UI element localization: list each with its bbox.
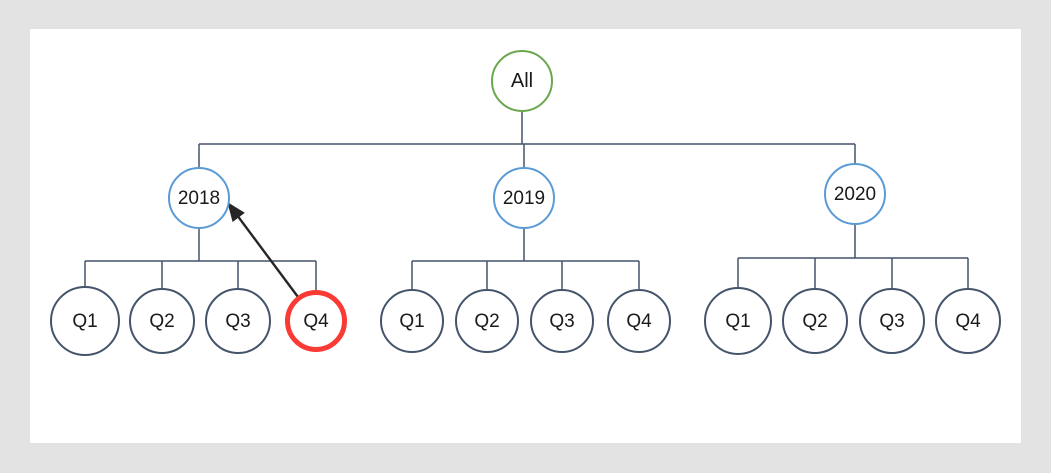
node-all-label: All xyxy=(510,70,534,92)
node-year-2020-label: 2020 xyxy=(833,183,877,205)
node-2019-q3[interactable]: Q3 xyxy=(530,289,594,353)
node-2020-q3-label: Q3 xyxy=(879,310,905,332)
node-year-2020[interactable]: 2020 xyxy=(824,163,886,225)
node-2020-q1[interactable]: Q1 xyxy=(704,287,772,355)
connector-2018-to-quarters xyxy=(84,229,317,290)
node-2018-q4[interactable]: Q4 xyxy=(285,290,347,352)
node-2018-q3-label: Q3 xyxy=(225,310,251,332)
node-2019-q4[interactable]: Q4 xyxy=(607,289,671,353)
node-2019-q2[interactable]: Q2 xyxy=(455,289,519,353)
node-2018-q2-label: Q2 xyxy=(149,310,175,332)
node-2018-q1[interactable]: Q1 xyxy=(50,286,120,356)
connector-2019-to-quarters xyxy=(411,229,640,289)
node-2018-q2[interactable]: Q2 xyxy=(129,288,195,354)
node-2019-q4-label: Q4 xyxy=(626,310,652,332)
node-year-2018-label: 2018 xyxy=(177,187,221,209)
node-2019-q1-label: Q1 xyxy=(399,310,425,332)
node-2020-q1-label: Q1 xyxy=(725,310,751,332)
node-2018-q4-label: Q4 xyxy=(303,310,329,332)
node-2020-q2[interactable]: Q2 xyxy=(782,288,848,354)
node-2018-q3[interactable]: Q3 xyxy=(205,288,271,354)
connector-2020-to-quarters xyxy=(737,225,969,288)
node-2019-q2-label: Q2 xyxy=(474,310,500,332)
node-year-2019[interactable]: 2019 xyxy=(493,167,555,229)
node-year-2019-label: 2019 xyxy=(502,187,546,209)
node-2020-q2-label: Q2 xyxy=(802,310,828,332)
node-2019-q1[interactable]: Q1 xyxy=(380,289,444,353)
node-all[interactable]: All xyxy=(491,50,553,112)
callout-arrow xyxy=(227,202,299,298)
node-2018-q1-label: Q1 xyxy=(72,310,98,332)
node-2020-q3[interactable]: Q3 xyxy=(859,288,925,354)
node-year-2018[interactable]: 2018 xyxy=(168,167,230,229)
node-2020-q4-label: Q4 xyxy=(955,310,981,332)
node-2020-q4[interactable]: Q4 xyxy=(935,288,1001,354)
connector-root-to-years xyxy=(198,112,856,167)
node-2019-q3-label: Q3 xyxy=(549,310,575,332)
